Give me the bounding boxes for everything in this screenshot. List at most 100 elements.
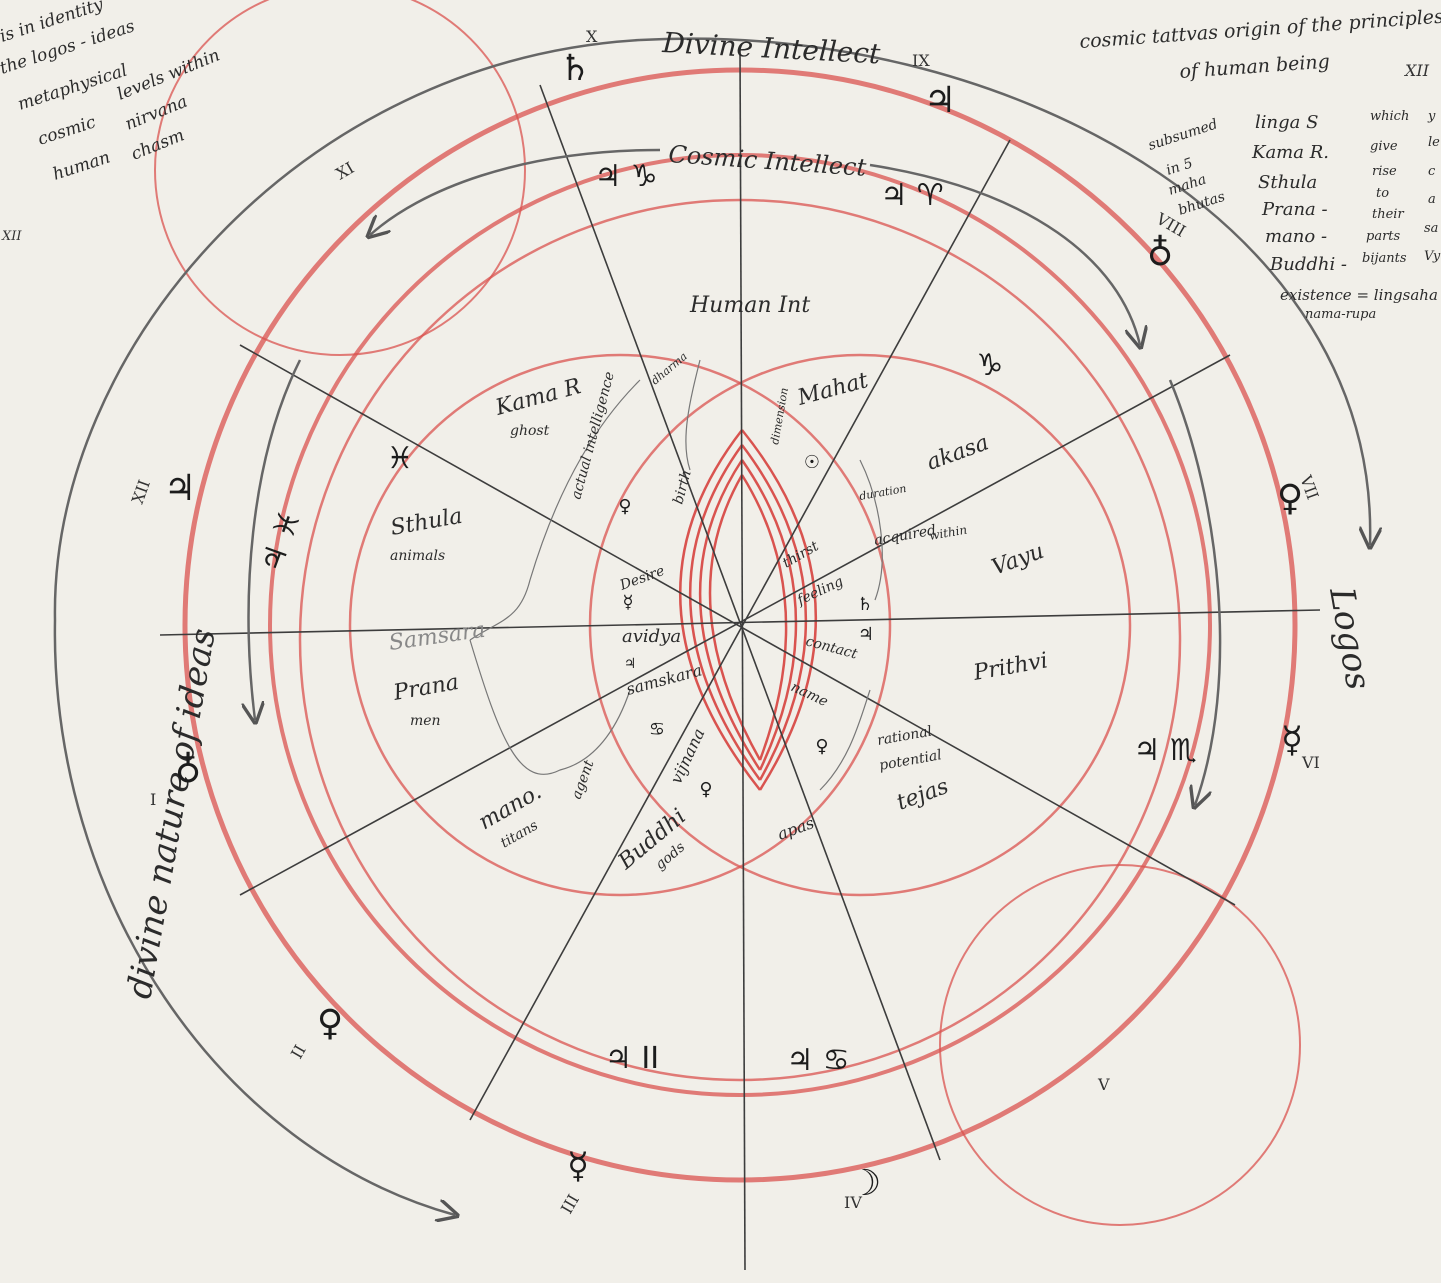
house-vi: VI <box>1301 753 1320 772</box>
moon-icon: ☽ <box>849 1163 881 1204</box>
radial-lines <box>159 49 1321 1271</box>
note-tr-mid-1: Kama R. <box>1251 142 1329 163</box>
top-left-loop <box>154 0 526 356</box>
dharma-label: dharma <box>649 350 690 388</box>
note-tr-bottom-2: nama-rupa <box>1305 307 1376 322</box>
sthula-label: Sthula <box>389 504 465 541</box>
jupiter-pisces-mark: ♃ ♓ <box>254 506 309 577</box>
note-tl-roman: XII <box>1 229 22 244</box>
duration-label: duration <box>858 482 907 503</box>
inner-mercury-icon: ☿ <box>622 592 633 613</box>
inner-cancer-icon: ♋ <box>649 719 665 740</box>
top-left-notes: is in identity the logos - ideas metaphy… <box>0 0 223 244</box>
house-x: X <box>586 27 598 46</box>
inner-saturn-icon: ♄ <box>857 594 873 615</box>
earth-icon: ♁ <box>1147 233 1173 274</box>
vijnana-label: vijnana <box>666 725 708 786</box>
note-tr-bottom-1: existence = lingsaha <box>1280 286 1438 304</box>
venus-icon: ♀ <box>1277 478 1303 519</box>
house-i: I <box>150 790 156 809</box>
note-tr-edge-2: c <box>1428 164 1436 179</box>
prithvi-label: Prithvi <box>971 648 1050 686</box>
pencil-curves <box>469 359 883 791</box>
inner-venus-icon-3: ♀ <box>815 736 828 757</box>
sthula-sub: animals <box>390 548 445 564</box>
jupiter-icon-2: ♃ <box>164 468 196 509</box>
house-v: V <box>1097 1075 1110 1094</box>
note-tr-right-2: rise <box>1372 164 1397 179</box>
name-label: name <box>788 679 830 710</box>
divine-nature-label: divine nature of ideas <box>119 626 223 1002</box>
note-tr-mid-0: linga S <box>1255 112 1318 133</box>
birth-label: birth <box>670 468 694 506</box>
inner-venus-icon-2: ♀ <box>699 779 712 800</box>
note-tr-edge-1: le <box>1428 135 1440 150</box>
house-iv: IV <box>844 1193 862 1212</box>
note-tr-mid-4: mano - <box>1265 226 1327 247</box>
dimension-label: dimension <box>768 387 791 446</box>
house-xii: XII <box>128 477 154 506</box>
house-iii: III <box>557 1191 583 1217</box>
house-numerals: X IX VIII VII VI V IV III II I XII XI <box>128 27 1322 1217</box>
bottom-right-loop <box>939 864 1301 1226</box>
top-right-notes: cosmic tattvas origin of the principles … <box>1079 6 1441 322</box>
apas-label: apas <box>775 813 817 844</box>
inner-sun-icon: ☉ <box>804 452 820 473</box>
inner-venus-icon: ♀ <box>618 496 631 517</box>
tejas-label: tejas <box>894 774 952 816</box>
note-tr-right-6: bijants <box>1362 251 1407 266</box>
outer-planets: ♄ ♃ ♁ ♀ ☿ ☽ ☿ ♀ ♁ ♃ <box>164 48 1303 1204</box>
jupiter-aries-mark: ♃ ♈ <box>880 178 943 213</box>
note-tr-left-1: in 5 <box>1164 155 1195 179</box>
vayu-label: Vayu <box>989 539 1048 581</box>
mercury-icon-2: ☿ <box>567 1146 589 1187</box>
note-tr-edge-0: y <box>1427 109 1436 124</box>
acquired-label: acquired <box>873 522 937 549</box>
rational-label: rational <box>876 724 933 749</box>
jupiter-ii-mark: ♃ II <box>605 1041 659 1076</box>
mercury-icon: ☿ <box>1281 720 1303 761</box>
agent-label: agent <box>569 758 598 802</box>
note-tr-right-4: their <box>1372 207 1404 222</box>
jupiter-icon: ♃ <box>924 80 956 121</box>
outer-labels: Divine Intellect Cosmic Intellect Human … <box>119 26 1378 1002</box>
divine-intellect-label: Divine Intellect <box>661 26 882 70</box>
prana-label: Prana <box>391 670 461 706</box>
potential-label: potential <box>878 747 943 774</box>
inner-glyphs: ☉ ♀ ☿ ♃ ♋ ♀ ♀ ♄ ♃ <box>618 452 874 800</box>
note-tr-right-1: give <box>1370 139 1398 154</box>
house-ii: II <box>287 1042 310 1062</box>
note-tr-mid-3: Prana - <box>1261 199 1328 220</box>
samsara-label: Samsara <box>387 618 487 656</box>
note-tr-2: of human being <box>1179 51 1331 83</box>
inner-jupiter-icon: ♃ <box>624 656 637 672</box>
note-tr-1: cosmic tattvas origin of the principles <box>1079 6 1441 53</box>
inner-red-ring <box>348 353 892 897</box>
note-tr-roman: XII <box>1403 61 1430 80</box>
note-tr-mid-2: Sthula <box>1258 172 1317 193</box>
within-label: within <box>928 523 968 543</box>
note-tr-edge-3: a <box>1428 192 1436 207</box>
venus-icon-2: ♀ <box>317 1003 343 1044</box>
note-tl-brace-a: levels within <box>114 45 222 104</box>
prana-sub: men <box>410 713 441 729</box>
jupiter-cancer-mark: ♃ ♋ <box>786 1043 849 1078</box>
desire-label: Desire <box>617 563 667 594</box>
note-tr-right-3: to <box>1376 186 1389 201</box>
note-tl-4: cosmic <box>35 112 98 150</box>
logos-label: Logos <box>1321 584 1378 693</box>
inner-jupiter-icon-2: ♃ <box>858 624 874 645</box>
note-tr-left-0: subsumed <box>1146 116 1219 153</box>
earth-icon-2: ♁ <box>175 750 201 791</box>
avidya-label: avidya <box>622 626 681 647</box>
note-tl-5: human <box>50 147 112 184</box>
capricorn-mark: ♑ <box>977 348 1004 383</box>
jupiter-scorpio-mark: ♃ ♏ <box>1133 733 1196 768</box>
vesica-arcs <box>678 429 818 791</box>
note-tr-right-0: which <box>1370 109 1409 124</box>
human-int-label: Human Int <box>689 293 810 318</box>
sector-labels: Kama R ghost Sthula animals Samsara Pran… <box>387 368 1049 875</box>
house-ix: IX <box>912 51 930 70</box>
